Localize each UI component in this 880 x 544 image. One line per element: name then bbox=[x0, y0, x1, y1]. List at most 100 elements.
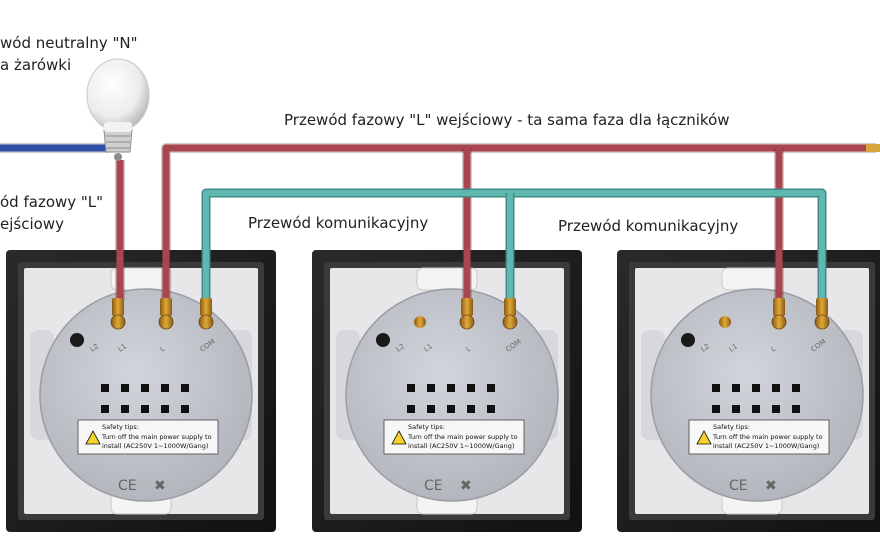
safety-sticker bbox=[688, 419, 830, 455]
vent-dot bbox=[732, 405, 740, 413]
phase-bus-wire bbox=[162, 144, 876, 300]
terminal-label: L2 bbox=[700, 342, 711, 353]
ce-mark: CE bbox=[118, 478, 137, 494]
vent-dot bbox=[752, 405, 760, 413]
ce-mark: CE bbox=[729, 478, 748, 494]
safety-line-2: install (AC250V 1~1000W/Gang) bbox=[713, 442, 819, 450]
warning-icon bbox=[391, 430, 407, 445]
neutral-label-line1: wód neutralny "N" bbox=[0, 34, 138, 52]
safety-title: Safety tips: bbox=[408, 423, 445, 431]
safety-line-2: install (AC250V 1~1000W/Gang) bbox=[102, 442, 208, 450]
switch-module bbox=[345, 288, 559, 502]
comm-label-2: Przewód komunikacyjny bbox=[558, 217, 739, 235]
terminal-screw bbox=[200, 298, 212, 316]
vent-dot bbox=[772, 384, 780, 392]
vent-dot bbox=[181, 405, 189, 413]
vent-dot bbox=[447, 405, 455, 413]
terminal-screw bbox=[816, 298, 828, 316]
module-screw-hole bbox=[681, 333, 695, 347]
vent-dot bbox=[141, 384, 149, 392]
vent-dot bbox=[712, 405, 720, 413]
bulb-neck bbox=[104, 122, 132, 132]
vent-dot bbox=[467, 384, 475, 392]
terminal-head bbox=[814, 314, 830, 330]
phase-left-label-line1: ód fazowy "L" bbox=[0, 193, 104, 211]
bulb-icon bbox=[86, 58, 150, 132]
terminal-label: L bbox=[465, 345, 473, 354]
vent-dot bbox=[772, 405, 780, 413]
vent-dot bbox=[427, 384, 435, 392]
terminal-head bbox=[158, 314, 174, 330]
vent-dot bbox=[181, 384, 189, 392]
terminal-screw bbox=[773, 298, 785, 316]
weee-icon: ✖ bbox=[154, 478, 166, 494]
terminal-screw bbox=[112, 298, 124, 316]
weee-icon: ✖ bbox=[460, 478, 472, 494]
vent-dot bbox=[447, 384, 455, 392]
bulb-contact bbox=[114, 153, 122, 161]
vent-dot bbox=[792, 405, 800, 413]
module-screw-hole bbox=[376, 333, 390, 347]
safety-title: Safety tips: bbox=[713, 423, 750, 431]
terminal-screw bbox=[461, 298, 473, 316]
vent-dot bbox=[752, 384, 760, 392]
module-screw-hole bbox=[70, 333, 84, 347]
unused-terminal bbox=[719, 316, 731, 328]
ce-mark: CE bbox=[424, 478, 443, 494]
vent-dot bbox=[121, 405, 129, 413]
safety-line-1: Turn off the main power supply to bbox=[407, 433, 518, 441]
safety-line-1: Turn off the main power supply to bbox=[101, 433, 212, 441]
mount-tab-top bbox=[721, 267, 783, 291]
vent-dot bbox=[121, 384, 129, 392]
terminal-label: L1 bbox=[423, 342, 434, 353]
terminal-label: L1 bbox=[728, 342, 739, 353]
warning-icon bbox=[85, 430, 101, 445]
safety-sticker bbox=[77, 419, 219, 455]
terminal-label: L1 bbox=[117, 342, 128, 353]
terminal-label: L bbox=[770, 345, 778, 354]
vent-dot bbox=[467, 405, 475, 413]
phase-left-label-line2: ejściowy bbox=[0, 215, 64, 233]
safety-sticker bbox=[383, 419, 525, 455]
switch-module bbox=[39, 288, 253, 502]
terminal-label: L bbox=[159, 345, 167, 354]
vent-dot bbox=[407, 405, 415, 413]
vent-dot bbox=[427, 405, 435, 413]
terminal-head bbox=[110, 314, 126, 330]
vent-dot bbox=[101, 405, 109, 413]
wire-end-right bbox=[866, 144, 880, 152]
vent-dot bbox=[101, 384, 109, 392]
switch-module bbox=[650, 288, 864, 502]
phase-top-label: Przewód fazowy "L" wejściowy - ta sama f… bbox=[284, 111, 730, 129]
terminal-label: L2 bbox=[395, 342, 406, 353]
unused-terminal bbox=[414, 316, 426, 328]
vent-dot bbox=[161, 405, 169, 413]
safety-title: Safety tips: bbox=[102, 423, 139, 431]
comm-label-1: Przewód komunikacyjny bbox=[248, 214, 429, 232]
neutral-label-line2: a żarówki bbox=[0, 56, 72, 74]
warning-icon bbox=[696, 430, 712, 445]
terminal-head bbox=[198, 314, 214, 330]
vent-dot bbox=[712, 384, 720, 392]
vent-dot bbox=[161, 384, 169, 392]
vent-dot bbox=[141, 405, 149, 413]
vent-dot bbox=[487, 384, 495, 392]
vent-dot bbox=[792, 384, 800, 392]
terminal-head bbox=[771, 314, 787, 330]
vent-dot bbox=[407, 384, 415, 392]
bulb-base bbox=[103, 129, 133, 153]
terminal-screw bbox=[504, 298, 516, 316]
vent-dot bbox=[732, 384, 740, 392]
terminal-screw bbox=[160, 298, 172, 316]
terminal-label: L2 bbox=[89, 342, 100, 353]
terminal-head bbox=[502, 314, 518, 330]
safety-line-2: install (AC250V 1~1000W/Gang) bbox=[408, 442, 514, 450]
safety-line-1: Turn off the main power supply to bbox=[712, 433, 823, 441]
vent-dot bbox=[487, 405, 495, 413]
terminal-head bbox=[459, 314, 475, 330]
